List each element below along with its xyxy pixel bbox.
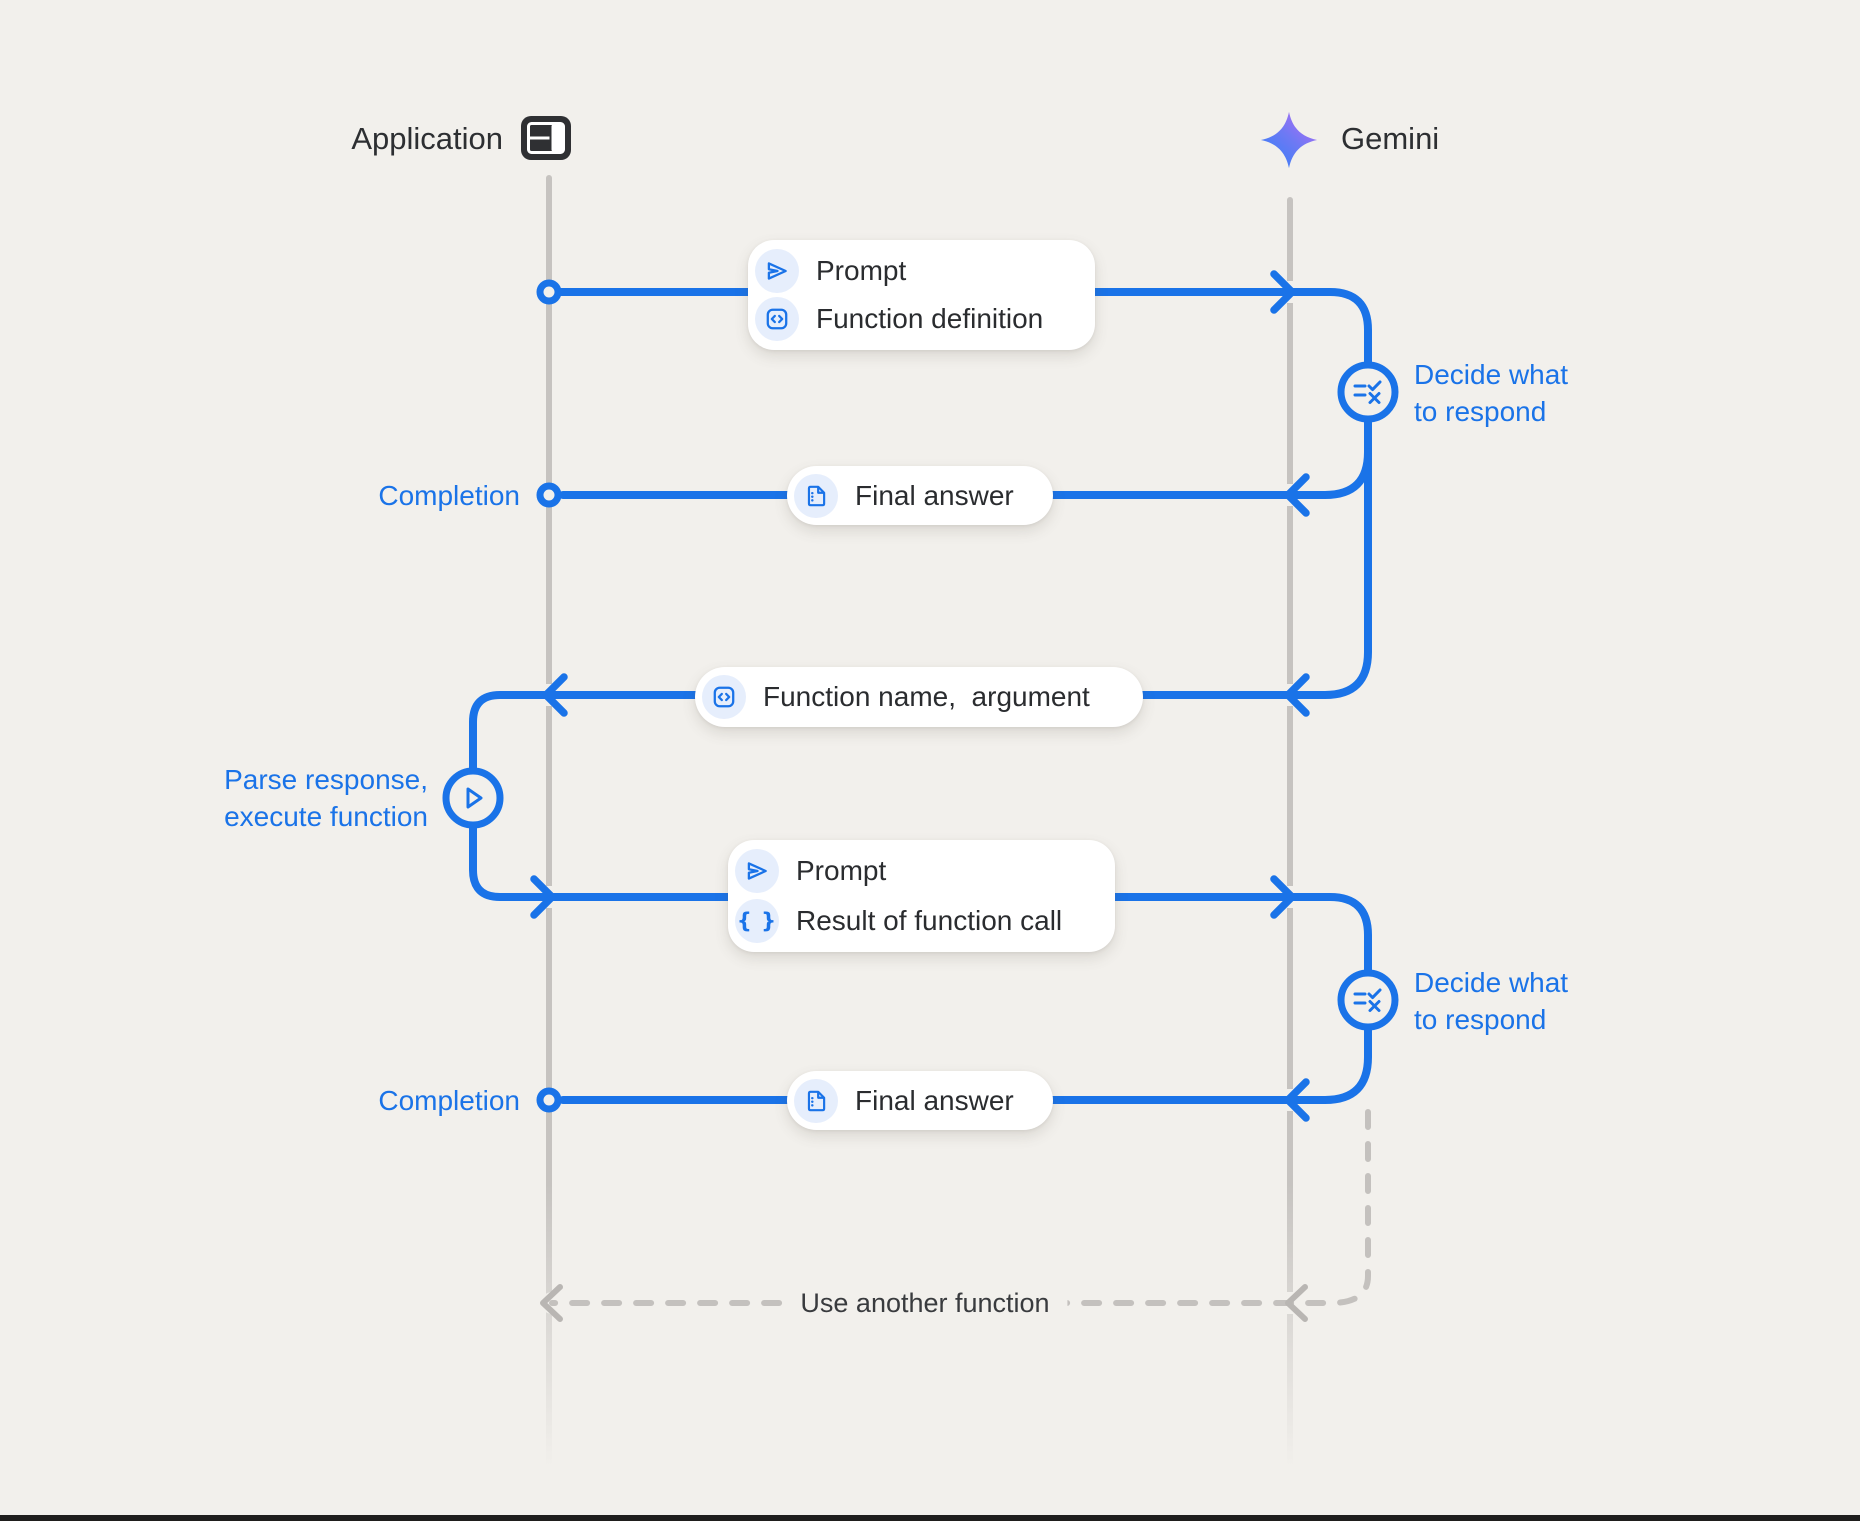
send-icon [735,849,779,893]
document-icon [794,1078,838,1123]
message-label: Prompt [816,255,907,286]
braces-glyph: { } [736,909,778,933]
message-box-final-answer-2: Final answer [787,1071,1053,1130]
message-label: Function name, argument [763,681,1090,712]
completion-label-1: Completion [378,480,520,511]
completion-label-2: Completion [378,1085,520,1116]
decide-label-2: Decide what to respond [1414,967,1569,1035]
open-circle-start [536,279,562,305]
decide-label-1: Decide what to respond [1414,359,1569,427]
box-row: Function definition [755,295,1095,343]
flow-path-final-answer-branch [559,448,1372,499]
halo-layer [462,281,1379,1314]
arrowhead-right-row4-app [530,875,556,919]
message-box-prompt-function-definition: Prompt Function definition [748,240,1095,350]
arrowhead-right-row4-gemini [1270,875,1296,919]
parse-node [442,767,504,829]
document-icon [794,473,838,518]
arrowhead-left-row3-gemini [1284,673,1310,717]
open-circle-completion-1 [536,482,562,508]
decide-node-1 [1337,361,1399,423]
gemini-sparkle-icon [1260,111,1318,169]
message-box-final-answer-1: Final answer [787,466,1053,525]
send-icon [755,249,799,293]
arrowhead-right-row1 [1270,270,1296,314]
code-icon [702,675,746,719]
dashed-loop-path [549,1109,1371,1306]
code-icon [755,297,799,341]
box-row: { } Result of function call [735,897,1115,945]
dashed-arrowhead-gemini [1285,1284,1308,1322]
braces-icon: { } [735,899,779,943]
application-header-label: Application [351,121,503,156]
message-box-function-name-argument: Function name, argument [695,667,1143,727]
app-window-icon [521,116,571,160]
gemini-header-label: Gemini [1341,121,1440,156]
message-label: Final answer [855,479,1014,511]
message-box-prompt-result: Prompt { } Result of function call [728,840,1115,952]
rule-checklist-icon [1353,988,1382,1012]
decide-node-2 [1337,969,1399,1031]
use-another-function-label: Use another function [782,1285,1068,1322]
open-circle-completion-2 [536,1087,562,1113]
rule-checklist-icon [1353,380,1382,404]
box-row: Prompt [755,247,1095,295]
play-icon [466,787,483,809]
arrowhead-left-row2 [1284,473,1310,517]
bottom-edge-bar [0,1515,1860,1521]
message-label: Result of function call [796,905,1063,936]
message-label: Function definition [816,303,1044,334]
message-label: Final answer [855,1084,1014,1116]
arrowhead-left-row5 [1284,1078,1310,1122]
dashed-arrowhead-application [540,1284,563,1322]
message-label: Prompt [796,855,887,886]
parse-execute-label: Parse response, execute function [224,764,428,832]
box-row: Prompt [735,847,1115,895]
arrowhead-left-row3-app [542,673,568,717]
